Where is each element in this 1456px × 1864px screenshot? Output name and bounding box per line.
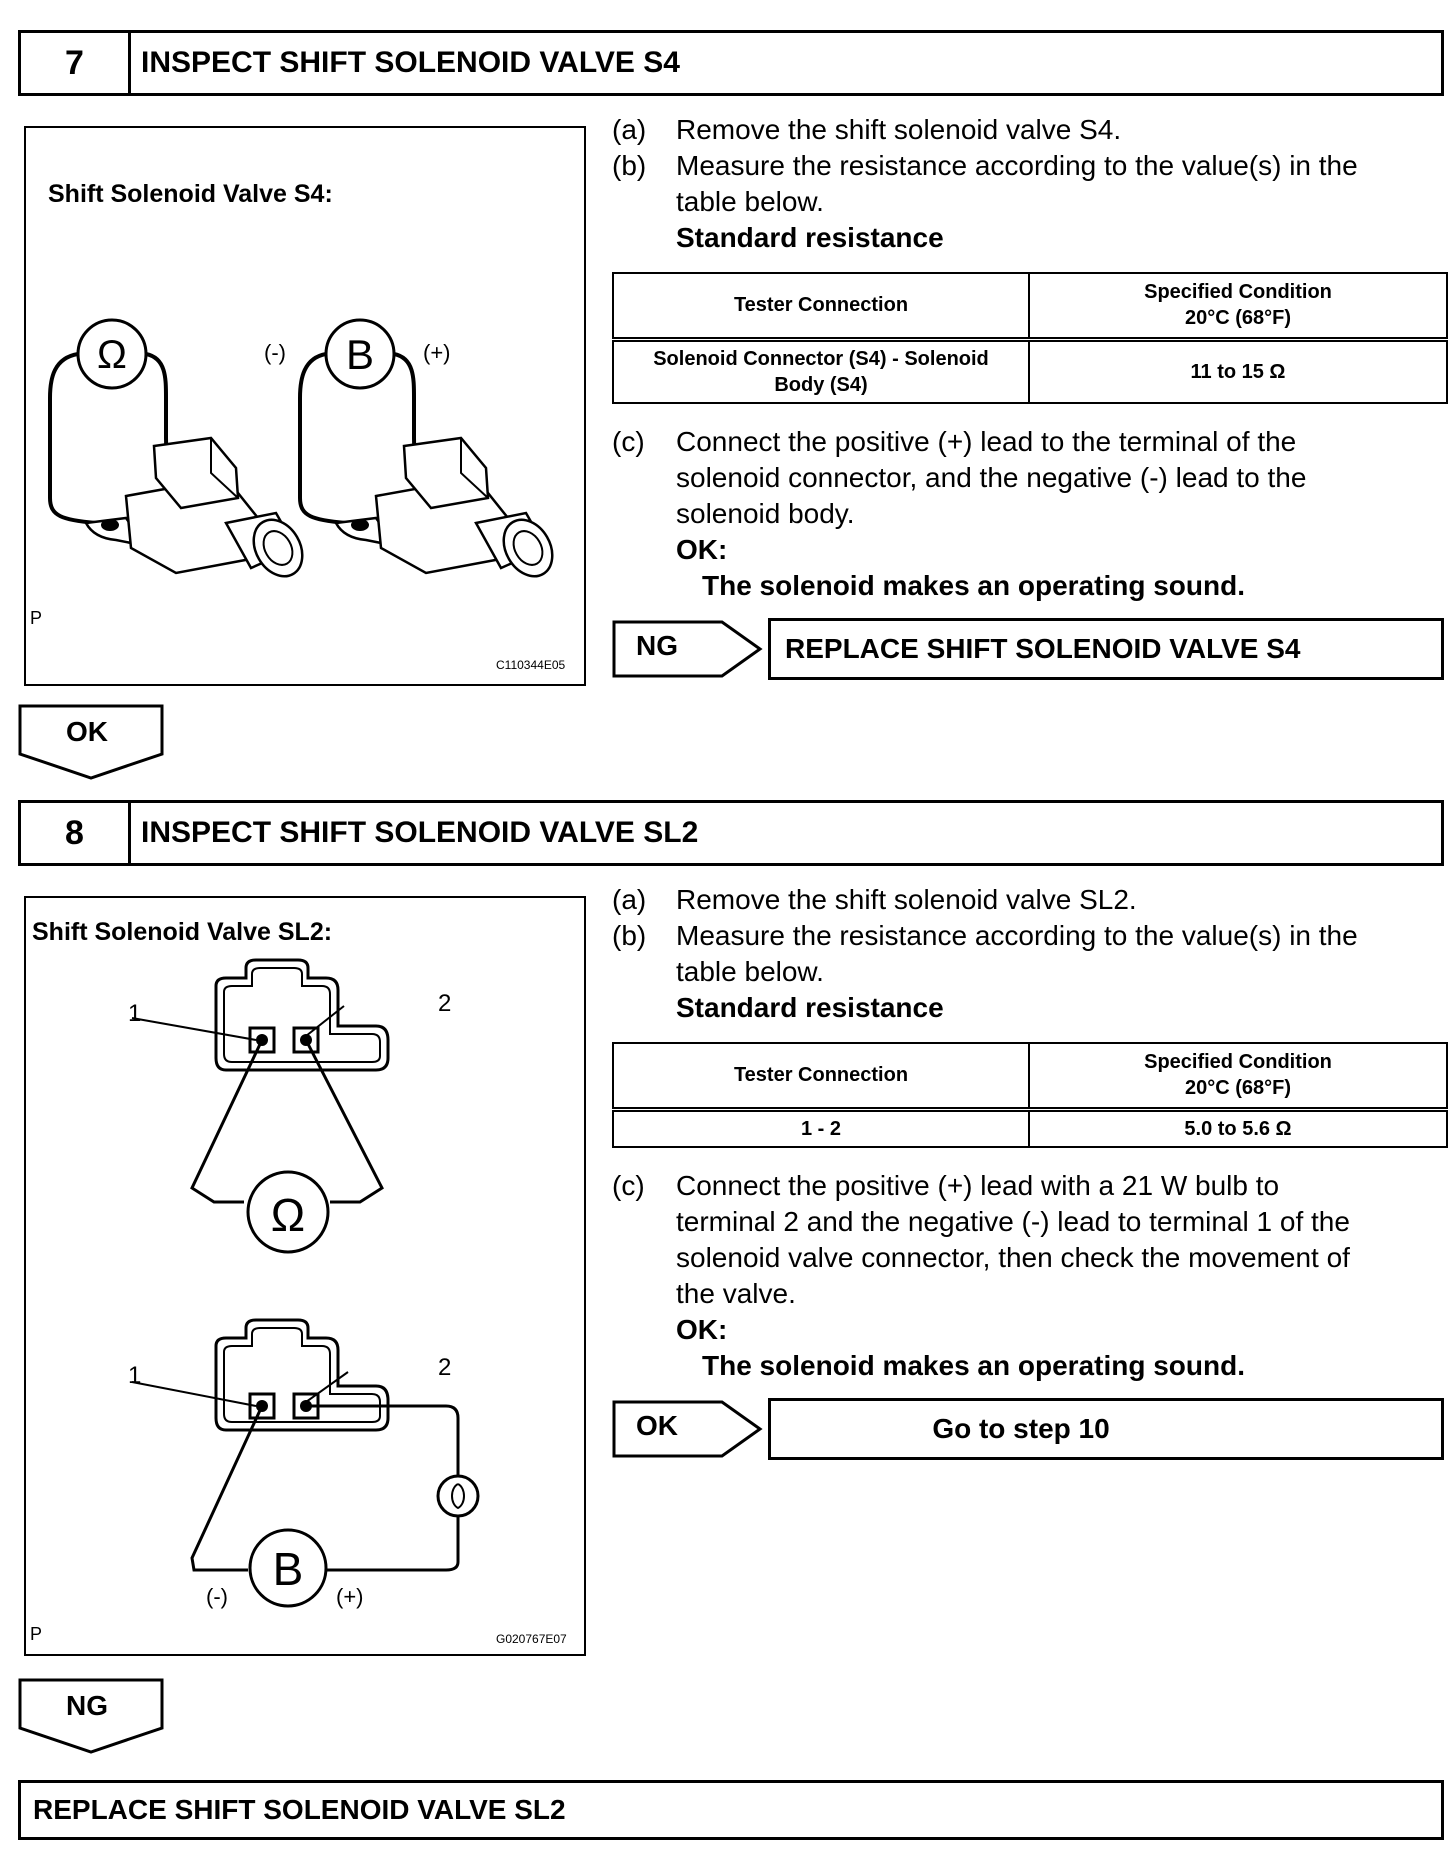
cell-tester-connection: Solenoid Connector (S4) - Solenoid Body … xyxy=(612,338,1030,404)
ok-flow-arrow xyxy=(18,704,164,780)
bulb-icon xyxy=(436,1474,480,1518)
positive-label: (+) xyxy=(336,1584,364,1609)
header-tester-connection: Tester Connection xyxy=(612,272,1030,342)
header-specified-condition: Specified Condition 20°C (68°F) xyxy=(1028,1042,1448,1112)
ok-tag-label: OK xyxy=(636,1410,678,1441)
corner-letter: P xyxy=(30,608,43,628)
instruction-c-line4: the valve. xyxy=(676,1278,796,1309)
terminal-1-label: 1 xyxy=(128,1000,142,1027)
positive-label: (+) xyxy=(423,340,451,365)
standard-resistance-label: Standard resistance xyxy=(676,222,944,253)
instruction-c-line3: solenoid valve connector, then check the… xyxy=(676,1242,1350,1273)
terminal-2-label-bottom: 2 xyxy=(438,1354,452,1381)
marker-b: (b) xyxy=(612,150,647,181)
terminal-1-label-bottom: 1 xyxy=(128,1362,142,1389)
terminal-2-label: 2 xyxy=(438,990,452,1017)
instruction-b-line1: Measure the resistance according to the … xyxy=(676,920,1358,951)
ng-tag-label: NG xyxy=(636,630,678,661)
sl2-diagram xyxy=(131,958,480,1608)
go-to-step-10-box[interactable]: Go to step 10 xyxy=(768,1398,1444,1460)
instruction-b-line1: Measure the resistance according to the … xyxy=(676,150,1358,181)
marker-a: (a) xyxy=(612,114,647,145)
spec-table-s4: Tester Connection Specified Condition 20… xyxy=(612,272,1448,404)
replace-s4-box: REPLACE SHIFT SOLENOID VALVE S4 xyxy=(768,618,1444,680)
step-7-header: 7 INSPECT SHIFT SOLENOID VALVE S4 xyxy=(18,30,1444,96)
ok-text: The solenoid makes an operating sound. xyxy=(702,570,1245,601)
marker-c: (c) xyxy=(612,426,645,457)
negative-label: (-) xyxy=(206,1584,228,1609)
connector-top-drawing xyxy=(214,958,390,1072)
ok-label: OK: xyxy=(676,1314,728,1345)
battery-icon: B xyxy=(345,331,374,378)
figure-title: Shift Solenoid Valve S4: xyxy=(48,180,333,208)
instruction-a: Remove the shift solenoid valve SL2. xyxy=(676,884,1137,915)
figure-s4: Shift Solenoid Valve S4: Ω B (-) (+) P C… xyxy=(24,126,586,686)
solenoid-2-drawing xyxy=(334,436,554,578)
ok-flow-label: OK xyxy=(66,716,108,747)
ohm-meter-icon: Ω xyxy=(97,333,127,377)
ohm-meter-icon: Ω xyxy=(270,1189,306,1241)
step-number: 8 xyxy=(21,803,131,863)
instruction-b-line2: table below. xyxy=(676,186,824,217)
spec-table-sl2: Tester Connection Specified Condition 20… xyxy=(612,1042,1448,1148)
corner-letter: P xyxy=(30,1624,43,1644)
instruction-c-line1: Connect the positive (+) lead to the ter… xyxy=(676,426,1297,457)
figure-title: Shift Solenoid Valve SL2: xyxy=(32,918,333,946)
s4-diagram xyxy=(48,318,554,578)
cell-specified-condition: 11 to 15 Ω xyxy=(1028,338,1448,404)
ng-arrow-tag xyxy=(612,620,763,678)
header-specified-condition: Specified Condition 20°C (68°F) xyxy=(1028,272,1448,342)
step-title: INSPECT SHIFT SOLENOID VALVE S4 xyxy=(141,46,680,79)
ok-text: The solenoid makes an operating sound. xyxy=(702,1350,1245,1381)
instruction-c-line1: Connect the positive (+) lead with a 21 … xyxy=(676,1170,1280,1201)
instruction-c-line3: solenoid body. xyxy=(676,498,855,529)
cell-tester-connection: 1 - 2 xyxy=(612,1108,1030,1148)
marker-a: (a) xyxy=(612,884,647,915)
instruction-c-line2: solenoid connector, and the negative (-)… xyxy=(676,462,1307,493)
battery-icon: B xyxy=(272,1543,304,1595)
connector-bottom-drawing xyxy=(214,1318,390,1432)
solenoid-1-drawing xyxy=(84,436,304,578)
ok-label: OK: xyxy=(676,534,728,565)
marker-c: (c) xyxy=(612,1170,645,1201)
ng-flow-arrow xyxy=(18,1678,164,1754)
step-number: 7 xyxy=(21,33,131,93)
ng-flow-label: NG xyxy=(66,1690,108,1721)
header-tester-connection: Tester Connection xyxy=(612,1042,1030,1112)
marker-b: (b) xyxy=(612,920,647,951)
negative-label: (-) xyxy=(264,340,286,365)
cell-specified-condition: 5.0 to 5.6 Ω xyxy=(1028,1108,1448,1148)
standard-resistance-label: Standard resistance xyxy=(676,992,944,1023)
step-8-header: 8 INSPECT SHIFT SOLENOID VALVE SL2 xyxy=(18,800,1444,866)
instruction-c-line2: terminal 2 and the negative (-) lead to … xyxy=(676,1206,1350,1237)
figure-code: C110344E05 xyxy=(496,658,566,672)
instruction-a: Remove the shift solenoid valve S4. xyxy=(676,114,1122,145)
figure-sl2: Shift Solenoid Valve SL2: 1 2 Ω 1 2 B (-… xyxy=(24,896,586,1656)
ok-arrow-tag xyxy=(612,1400,763,1458)
step-title: INSPECT SHIFT SOLENOID VALVE SL2 xyxy=(141,816,699,849)
replace-sl2-box: REPLACE SHIFT SOLENOID VALVE SL2 xyxy=(18,1780,1444,1840)
instruction-b-line2: table below. xyxy=(676,956,824,987)
figure-code: G020767E07 xyxy=(496,1632,567,1646)
